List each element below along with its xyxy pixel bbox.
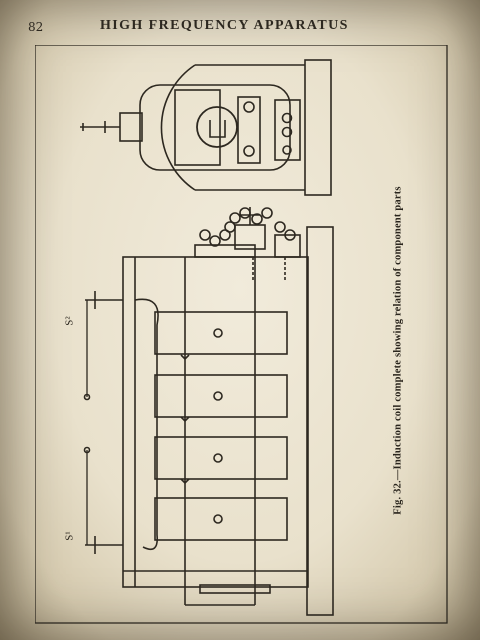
spark-terminal-label-bottom: S¹ [63,531,76,541]
page-header: 82 HIGH FREQUENCY APPARATUS [0,18,480,42]
induction-coil-drawing [35,45,448,624]
side-view-drawing [83,207,334,616]
running-head: HIGH FREQUENCY APPARATUS [100,18,349,33]
spark-terminal-label-top: S² [63,316,76,326]
end-view-drawing [80,59,332,196]
figure: S² S¹ [35,45,450,625]
figure-caption: Fig. 32.—Induction coil complete showing… [392,186,404,515]
page-number: 82 [28,20,44,34]
figure-border [35,45,448,624]
